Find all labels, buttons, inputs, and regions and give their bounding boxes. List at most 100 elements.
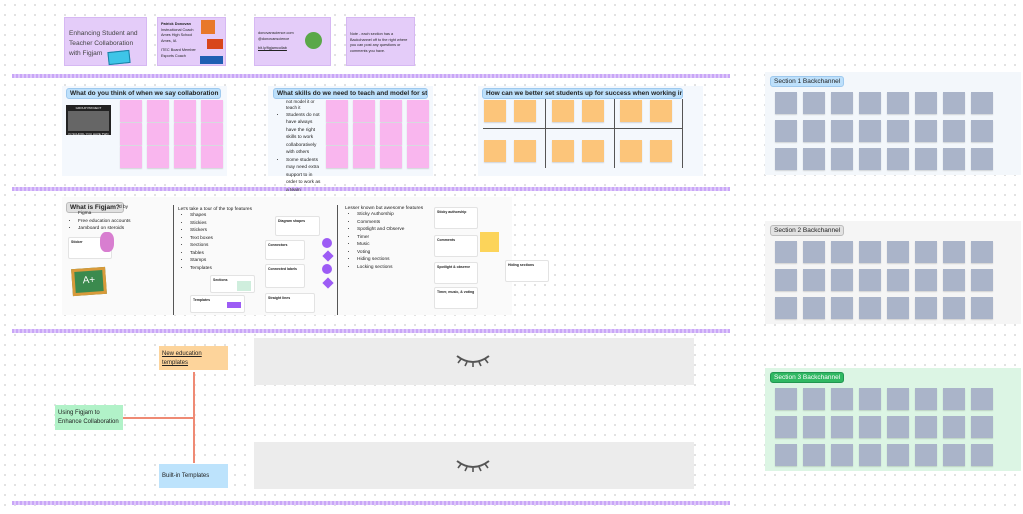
connector[interactable] [123, 417, 194, 419]
sticky-note[interactable] [859, 92, 881, 114]
sticky-note[interactable] [775, 416, 797, 438]
sticky-note[interactable] [775, 92, 797, 114]
section-title[interactable]: What skills do we need to teach and mode… [273, 88, 428, 99]
sticky-note[interactable] [943, 241, 965, 263]
sticky-note[interactable] [552, 140, 574, 162]
sticky-note[interactable] [484, 100, 506, 122]
sticky-note[interactable] [831, 444, 853, 466]
sticky-note[interactable] [353, 146, 375, 168]
center-node[interactable]: Using Figjam to Enhance Collaboration [55, 405, 123, 430]
sticky-note[interactable] [803, 269, 825, 291]
sticky-note[interactable] [775, 444, 797, 466]
sticky-note[interactable] [915, 269, 937, 291]
sticky-note[interactable] [174, 100, 196, 122]
sticky-note[interactable] [859, 297, 881, 319]
backchannel-label[interactable]: Section 3 Backchannel [770, 372, 845, 383]
sticky-note[interactable] [859, 444, 881, 466]
sticky-note[interactable] [943, 92, 965, 114]
sticky-note[interactable] [943, 416, 965, 438]
sticky-note[interactable] [147, 100, 169, 122]
sticky-note[interactable] [380, 100, 402, 122]
sticky-note[interactable] [887, 444, 909, 466]
sticky-note[interactable] [803, 148, 825, 170]
sticky-note[interactable] [831, 120, 853, 142]
sticky-note[interactable] [147, 146, 169, 168]
sticky-note[interactable] [147, 123, 169, 145]
sticky-note[interactable] [201, 100, 223, 122]
sticky-note[interactable] [514, 140, 536, 162]
sticky-note[interactable] [620, 100, 642, 122]
section-title[interactable]: What is Figjam? [66, 202, 124, 213]
sticky-note[interactable] [943, 388, 965, 410]
sticky-note[interactable] [552, 100, 574, 122]
sticky-note[interactable] [484, 140, 506, 162]
sticky-note[interactable] [775, 269, 797, 291]
backchannel-label[interactable]: Section 2 Backchannel [770, 225, 845, 236]
sticky-note[interactable] [859, 148, 881, 170]
sticky-note[interactable] [650, 140, 672, 162]
sticky-note[interactable] [120, 146, 142, 168]
sticky-note[interactable] [887, 92, 909, 114]
sticky-note[interactable] [831, 269, 853, 291]
sticky-note[interactable] [971, 148, 993, 170]
sticky-note[interactable] [582, 100, 604, 122]
sticky-note[interactable] [775, 120, 797, 142]
sticky-note[interactable] [775, 148, 797, 170]
sticky-note[interactable] [380, 146, 402, 168]
sticky-note[interactable] [831, 92, 853, 114]
sticky-note[interactable] [943, 269, 965, 291]
sticky-note[interactable] [407, 123, 429, 145]
sticky-note[interactable] [775, 241, 797, 263]
sticky-note[interactable] [514, 100, 536, 122]
sticky-note[interactable] [971, 444, 993, 466]
sticky-note[interactable] [775, 297, 797, 319]
sticky-note[interactable] [353, 100, 375, 122]
sticky-note[interactable] [971, 416, 993, 438]
sticky-note[interactable] [201, 146, 223, 168]
sticky-note[interactable] [971, 297, 993, 319]
sticky-note[interactable] [887, 388, 909, 410]
sticky-note[interactable] [407, 146, 429, 168]
sticky-note[interactable] [201, 123, 223, 145]
website-link[interactable]: donovanscience.com [258, 31, 294, 35]
sticky-note[interactable] [831, 148, 853, 170]
sticky-note[interactable] [803, 388, 825, 410]
sticky-note[interactable] [353, 123, 375, 145]
sticky-note[interactable] [831, 241, 853, 263]
short-link[interactable]: bit.ly/figjamcollab [258, 46, 287, 50]
new-templates-node[interactable]: New education templates [159, 346, 228, 370]
sticky-note[interactable] [803, 444, 825, 466]
sticky-note[interactable] [971, 241, 993, 263]
sticky-note[interactable] [775, 388, 797, 410]
sticky-note[interactable] [943, 297, 965, 319]
sticky-note[interactable] [803, 416, 825, 438]
sticky-note[interactable] [620, 140, 642, 162]
sticky-note[interactable] [915, 444, 937, 466]
sticky-note[interactable] [915, 92, 937, 114]
sticky-note[interactable] [887, 297, 909, 319]
sticky-note[interactable] [859, 241, 881, 263]
sticky-note[interactable] [971, 269, 993, 291]
backchannel-label[interactable]: Section 1 Backchannel [770, 76, 845, 87]
sticky-note[interactable] [943, 444, 965, 466]
sticky-note[interactable] [887, 241, 909, 263]
sticky-note[interactable] [859, 388, 881, 410]
sticky-note[interactable] [915, 416, 937, 438]
sticky-note[interactable] [480, 232, 499, 252]
sticky-note[interactable] [971, 92, 993, 114]
sticky-note[interactable] [120, 123, 142, 145]
sticky-note[interactable] [326, 100, 348, 122]
sticky-note[interactable] [887, 269, 909, 291]
sticky-note[interactable] [971, 388, 993, 410]
sticky-note[interactable] [915, 241, 937, 263]
sticky-note[interactable] [859, 269, 881, 291]
sticky-note[interactable] [915, 297, 937, 319]
section-title[interactable]: How can we better set students up for su… [482, 88, 683, 99]
section-title[interactable]: What do you think of when we say collabo… [66, 88, 221, 99]
built-in-templates-node[interactable]: Built-in Templates [159, 464, 228, 488]
sticky-note[interactable] [803, 120, 825, 142]
sticky-note[interactable] [803, 297, 825, 319]
sticky-note[interactable] [326, 146, 348, 168]
sticky-note[interactable] [915, 148, 937, 170]
sticky-note[interactable] [174, 123, 196, 145]
